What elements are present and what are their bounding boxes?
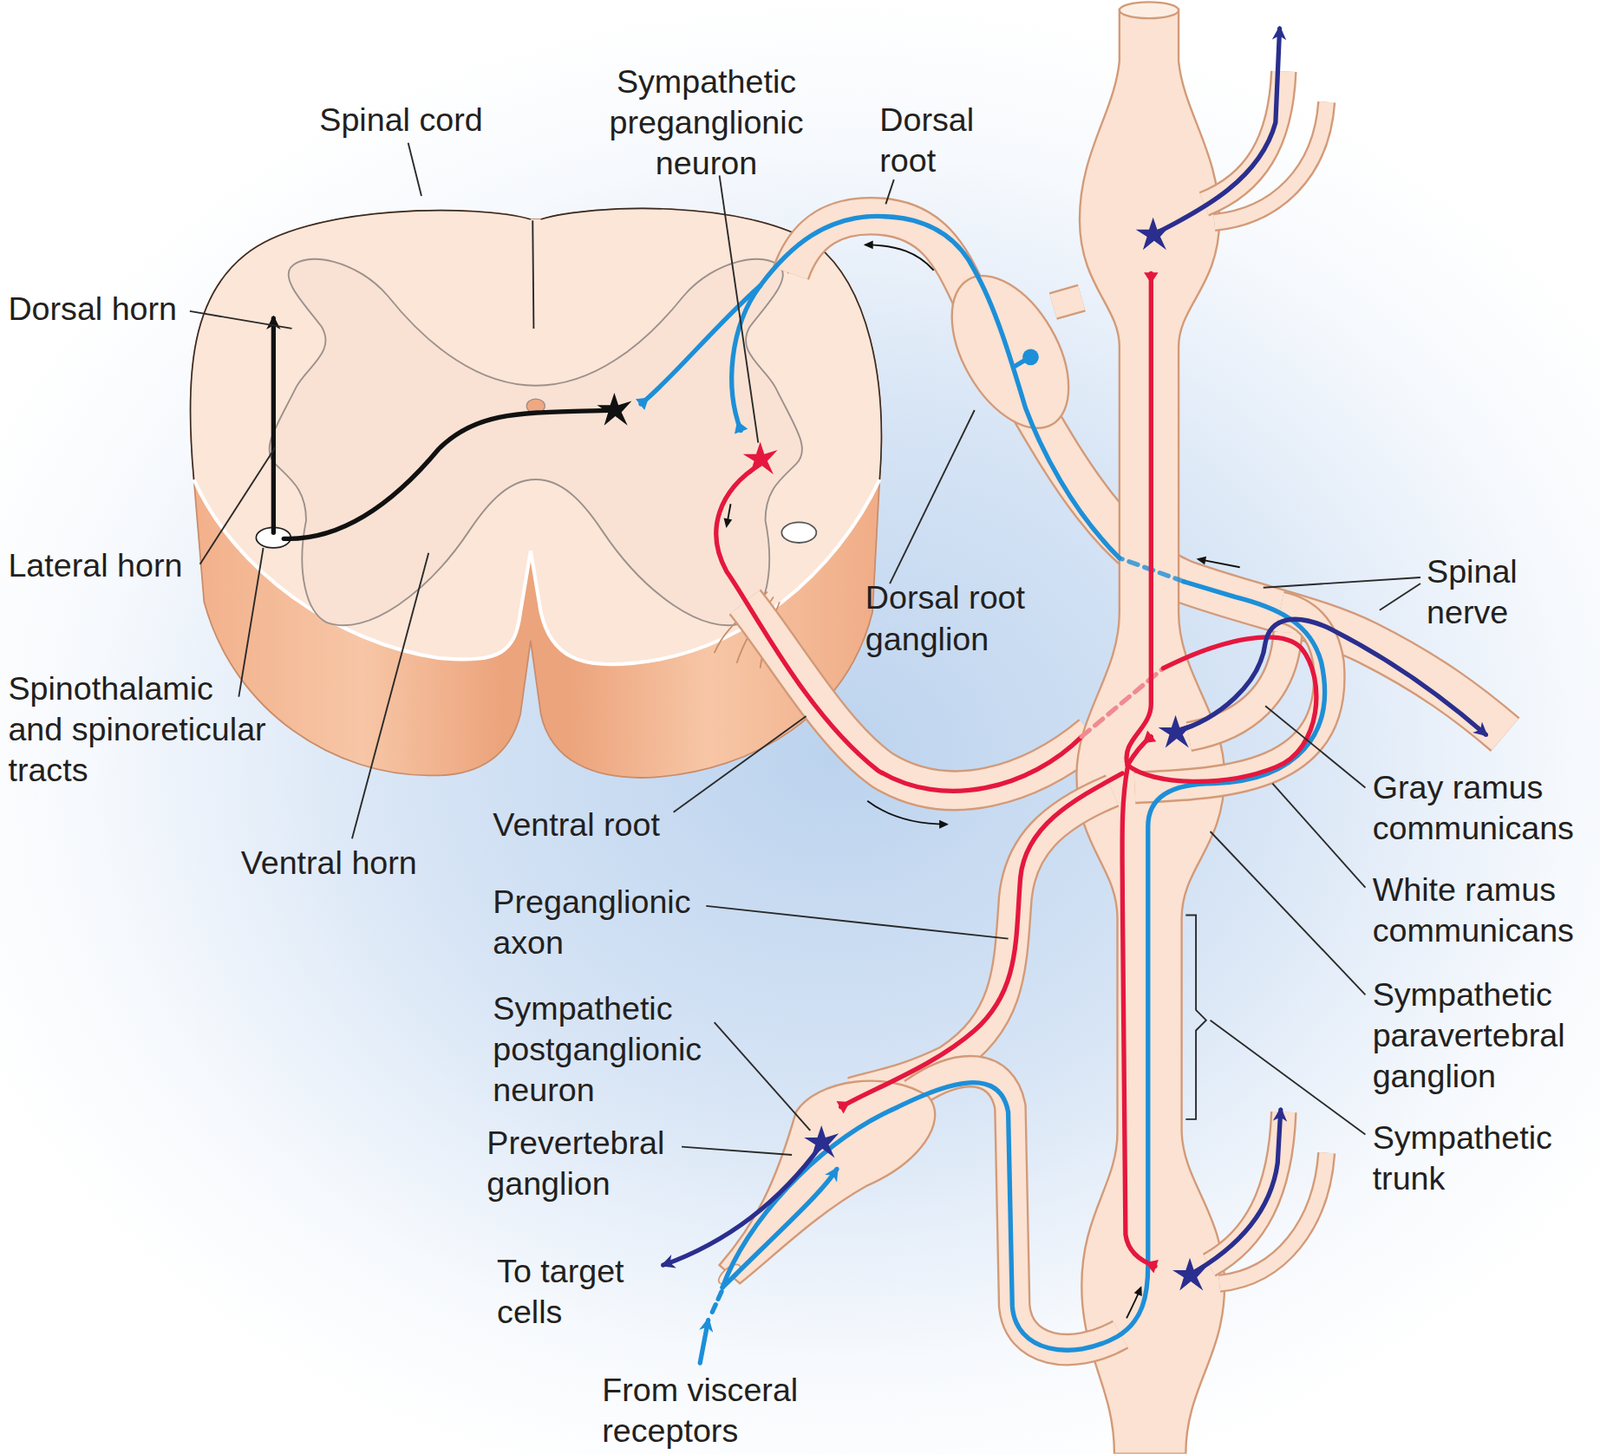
- leader-lines-part: [189, 311, 293, 329]
- afferent-pathway-part: [699, 1320, 708, 1364]
- leader-lines-part: [1210, 1020, 1366, 1136]
- rami-and-branches-part: [1214, 102, 1326, 223]
- part-label: Dorsal root ganglion: [865, 577, 1026, 660]
- afferent-pathway-part: [760, 215, 1120, 558]
- leader-lines-part: [705, 906, 1008, 940]
- rami-and-branches-part: [1214, 102, 1326, 223]
- postganglionic-pathway-part: [663, 1144, 822, 1266]
- leader-lines-part: [1272, 783, 1365, 889]
- leader-lines-part: [200, 446, 276, 564]
- nerve-tubes-part: [1052, 298, 1082, 307]
- spinal-cord-part: [269, 259, 803, 626]
- spinal-cord-part: [189, 208, 882, 665]
- afferent-pathway-part: [640, 285, 761, 404]
- black-pathway: [273, 318, 632, 539]
- part-label: Gray ramus communicans: [1372, 767, 1574, 849]
- sympathetic-trunk-part: [1119, 1, 1179, 19]
- part-label: To target cells: [496, 1251, 625, 1333]
- part-label: Spinal cord: [319, 98, 483, 140]
- spinal-cord: [189, 208, 882, 778]
- rami-and-branches-part: [913, 1071, 1121, 1351]
- postganglionic-pathway-part: [1188, 1110, 1281, 1276]
- spinal-cord-part: [189, 208, 882, 778]
- part-label: Lateral horn: [7, 544, 183, 586]
- part-label: From visceral receptors: [601, 1369, 798, 1451]
- spinal-cord-part: [781, 522, 817, 543]
- postganglionic-pathway-part: [1172, 1258, 1208, 1292]
- part-label: Sympathetic preganglionic neuron: [608, 61, 804, 184]
- afferent-pathway-part: [711, 1289, 723, 1313]
- preganglionic-pathway-part: [1126, 273, 1151, 765]
- part-label: White ramus communicans: [1372, 869, 1574, 952]
- leader-lines-part: [1185, 914, 1207, 1119]
- part-label: Sympathetic trunk: [1372, 1116, 1553, 1199]
- leader-lines-part: [1210, 831, 1366, 995]
- part-label: Sympathetic paravertebral ganglion: [1372, 974, 1566, 1098]
- part-label: Dorsal root: [879, 98, 974, 181]
- black-pathway-part: [271, 318, 276, 533]
- leader-lines-part: [352, 553, 429, 839]
- leader-lines-part: [889, 410, 975, 584]
- part-label: Spinal nerve: [1426, 550, 1518, 633]
- rami-and-branches-part: [1134, 607, 1329, 788]
- afferent-pathway-part: [1022, 348, 1039, 366]
- preganglionic-pathway-part: [841, 773, 1124, 1108]
- direction-arrows: [726, 244, 1241, 1319]
- leader-lines-part: [1263, 577, 1421, 588]
- rami-and-branches-part: [1219, 1153, 1327, 1285]
- postganglionic-pathway-part: [1158, 715, 1194, 749]
- leader-lines-part: [673, 716, 807, 813]
- leader-lines-part: [1265, 705, 1365, 788]
- part-label: Sympathetic postganglionic neuron: [492, 987, 702, 1111]
- direction-arrows-part: [726, 503, 732, 527]
- part-label: Preganglionic axon: [492, 881, 691, 964]
- part-label: Prevertebral ganglion: [486, 1122, 665, 1204]
- rami-and-branches: [715, 71, 1330, 1350]
- preganglionic-pathway-part: [743, 442, 778, 476]
- preganglionic-pathway-part: [1127, 737, 1151, 766]
- leader-lines-part: [681, 1147, 792, 1156]
- leader-lines-part: [719, 175, 759, 443]
- postganglionic-pathway: [663, 28, 1486, 1292]
- leader-lines-part: [885, 179, 894, 204]
- postganglionic-pathway-part: [1153, 28, 1280, 236]
- rami-and-branches-part: [1219, 1153, 1327, 1285]
- rami-and-branches-part: [852, 790, 1113, 1094]
- rami-and-branches-part: [1134, 607, 1329, 788]
- part-label: Ventral root: [492, 803, 660, 845]
- postganglionic-pathway-part: [1136, 217, 1171, 251]
- rami-and-branches-part: [852, 790, 1113, 1094]
- leader-lines-part: [238, 548, 263, 698]
- rami-and-branches-part: [913, 1071, 1121, 1351]
- direction-arrows-part: [1126, 1287, 1141, 1319]
- preganglionic-pathway-part: [1122, 767, 1156, 1267]
- part-label: Dorsal horn: [7, 288, 177, 330]
- leader-lines-part: [408, 143, 422, 196]
- postganglionic-pathway-part: [1173, 619, 1486, 735]
- black-pathway-part: [283, 410, 614, 539]
- part-label: Spinothalamic and spinoreticular tracts: [7, 668, 266, 791]
- leader-lines-part: [1379, 583, 1421, 611]
- nerve-tubes-part: [1052, 298, 1082, 307]
- afferent-pathway: [640, 215, 1326, 1364]
- part-label: Ventral horn: [241, 842, 418, 884]
- leader-lines: [189, 143, 1421, 1156]
- direction-arrows-part: [1197, 559, 1240, 568]
- leader-lines-part: [714, 1022, 811, 1131]
- direction-arrows-part: [867, 801, 947, 825]
- direction-arrows-part: [865, 244, 934, 270]
- preganglionic-pathway: [716, 273, 1317, 1267]
- black-pathway-part: [596, 392, 632, 426]
- spinal-cord-part: [532, 220, 534, 329]
